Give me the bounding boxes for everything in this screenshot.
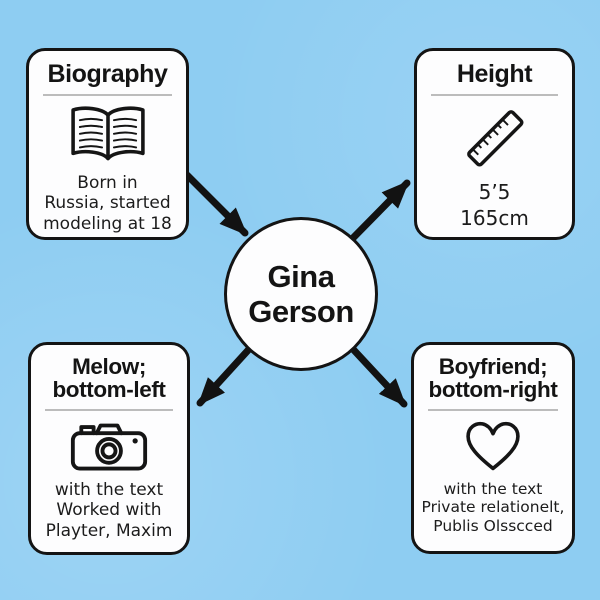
node-melow: Melow; bottom-left with the text Worked … <box>28 342 190 555</box>
node-boyfriend-title: Boyfriend; bottom-right <box>428 354 558 403</box>
title-divider <box>43 94 172 96</box>
ruler-icon <box>460 100 530 176</box>
node-melow-title: Melow; bottom-left <box>52 354 166 403</box>
node-height: Height 5’5 1 <box>414 48 575 240</box>
node-boyfriend-body: with the text Private relationelt, Publi… <box>421 479 565 535</box>
node-height-body: 5’5 165cm <box>460 180 529 230</box>
camera-icon <box>69 415 149 477</box>
heart-icon <box>460 415 526 477</box>
arrow-center-to-height <box>348 179 411 243</box>
open-book-icon <box>65 100 151 170</box>
center-node-label-line1: Gina <box>267 258 335 294</box>
center-node: Gina Gerson <box>224 217 378 371</box>
node-melow-body: with the text Worked with Playter, Maxim <box>45 479 173 541</box>
arrow-center-to-boyfriend <box>347 343 408 408</box>
node-boyfriend: Boyfriend; bottom-right with the text Pr… <box>411 342 575 554</box>
title-divider <box>428 408 558 411</box>
node-height-title: Height <box>456 60 533 88</box>
arrow-center-to-melow <box>196 343 255 407</box>
node-biography-title: Biography <box>47 60 168 88</box>
node-biography-body: Born in Russia, started modeling at 18 <box>43 173 172 234</box>
node-biography: Biography Born in Russia, star <box>26 48 189 240</box>
title-divider <box>430 94 559 96</box>
arrow-biography-to-center <box>183 171 249 237</box>
title-divider <box>45 408 173 411</box>
center-node-label-line2: Gerson <box>248 294 354 329</box>
